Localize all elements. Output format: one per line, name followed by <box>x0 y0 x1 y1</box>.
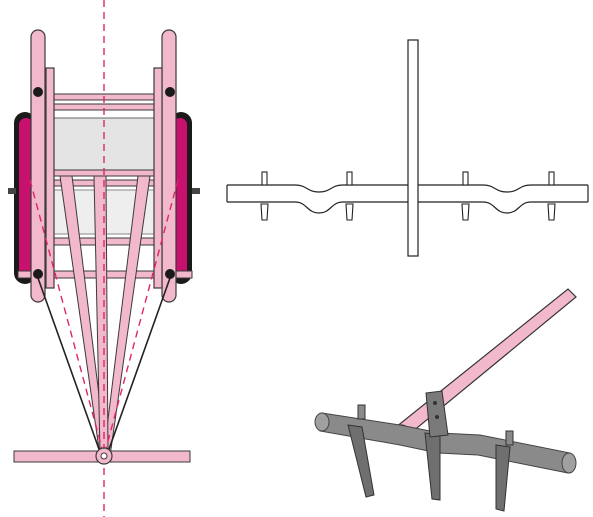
bolts <box>33 87 175 279</box>
inner-uprights <box>45 67 163 289</box>
pegs <box>357 404 514 446</box>
tines <box>347 424 511 512</box>
hitch-pivot-icon <box>95 447 113 465</box>
shaft-upper-edge <box>227 184 588 193</box>
shaft-lower-edge <box>227 201 588 214</box>
tine-icon <box>260 171 556 221</box>
hitch-braces <box>59 175 151 457</box>
crankshaft-plan-diagram <box>226 39 589 257</box>
centerlines <box>29 0 179 517</box>
side-rails <box>30 29 177 303</box>
center-clamp <box>425 390 449 438</box>
tray <box>51 117 159 171</box>
crankshaft-3d-diagram <box>314 288 577 512</box>
right-drawbar <box>107 277 171 453</box>
left-drawbar <box>37 277 101 453</box>
cart-top-view-panel <box>0 0 210 517</box>
cart-top-view-diagram <box>8 0 200 517</box>
tine-2 <box>424 432 441 501</box>
crankshaft-plan-panel <box>215 30 593 270</box>
crankshaft-3d-panel <box>300 285 593 517</box>
vertical-post <box>407 39 419 257</box>
left-axle-stub <box>8 188 16 194</box>
right-axle-stub <box>192 188 200 194</box>
tine-1 <box>347 424 375 498</box>
tine-3 <box>495 444 511 512</box>
handle-bar <box>392 288 577 440</box>
